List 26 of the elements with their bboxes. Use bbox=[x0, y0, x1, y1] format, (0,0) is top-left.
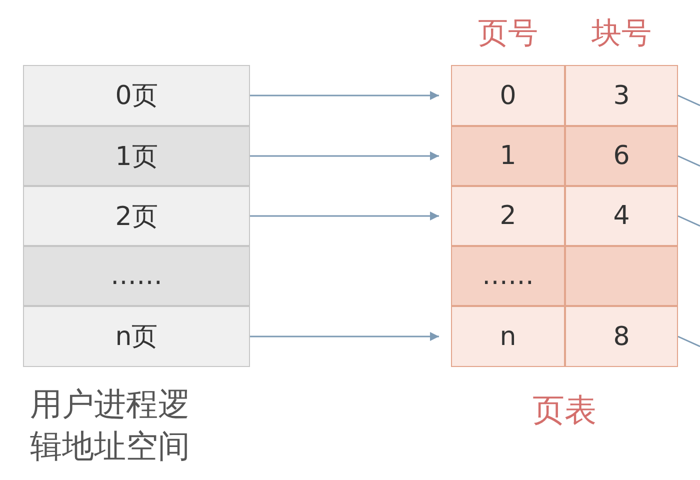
table-cell: n页 bbox=[23, 306, 250, 367]
table-cell: 0页 bbox=[23, 65, 250, 126]
table-cell: …… bbox=[451, 246, 565, 306]
table-cell: 1 bbox=[451, 126, 565, 186]
table-cell: …… bbox=[23, 246, 250, 306]
table-cell: 2页 bbox=[23, 186, 250, 246]
connector-line bbox=[678, 155, 700, 167]
table-cell: 2 bbox=[451, 186, 565, 246]
table-cell: 6 bbox=[565, 126, 678, 186]
table-cell: 0 bbox=[451, 65, 565, 126]
arrow bbox=[250, 212, 439, 220]
caption: 页表 bbox=[532, 390, 598, 431]
caption: 用户进程逻辑地址空间 bbox=[30, 384, 191, 467]
column-header: 页号 bbox=[477, 15, 539, 53]
connector-line bbox=[678, 336, 700, 348]
table-cell: 1页 bbox=[23, 126, 250, 186]
arrow bbox=[250, 332, 439, 341]
table-cell: 4 bbox=[565, 186, 678, 246]
arrow bbox=[250, 152, 439, 160]
connector-line bbox=[678, 94, 700, 106]
table-cell: 8 bbox=[565, 306, 678, 367]
arrow bbox=[250, 91, 439, 100]
column-header: 块号 bbox=[590, 15, 652, 53]
connector-line bbox=[678, 215, 700, 227]
table-cell: n bbox=[451, 306, 565, 367]
table-cell: 3 bbox=[565, 65, 678, 126]
